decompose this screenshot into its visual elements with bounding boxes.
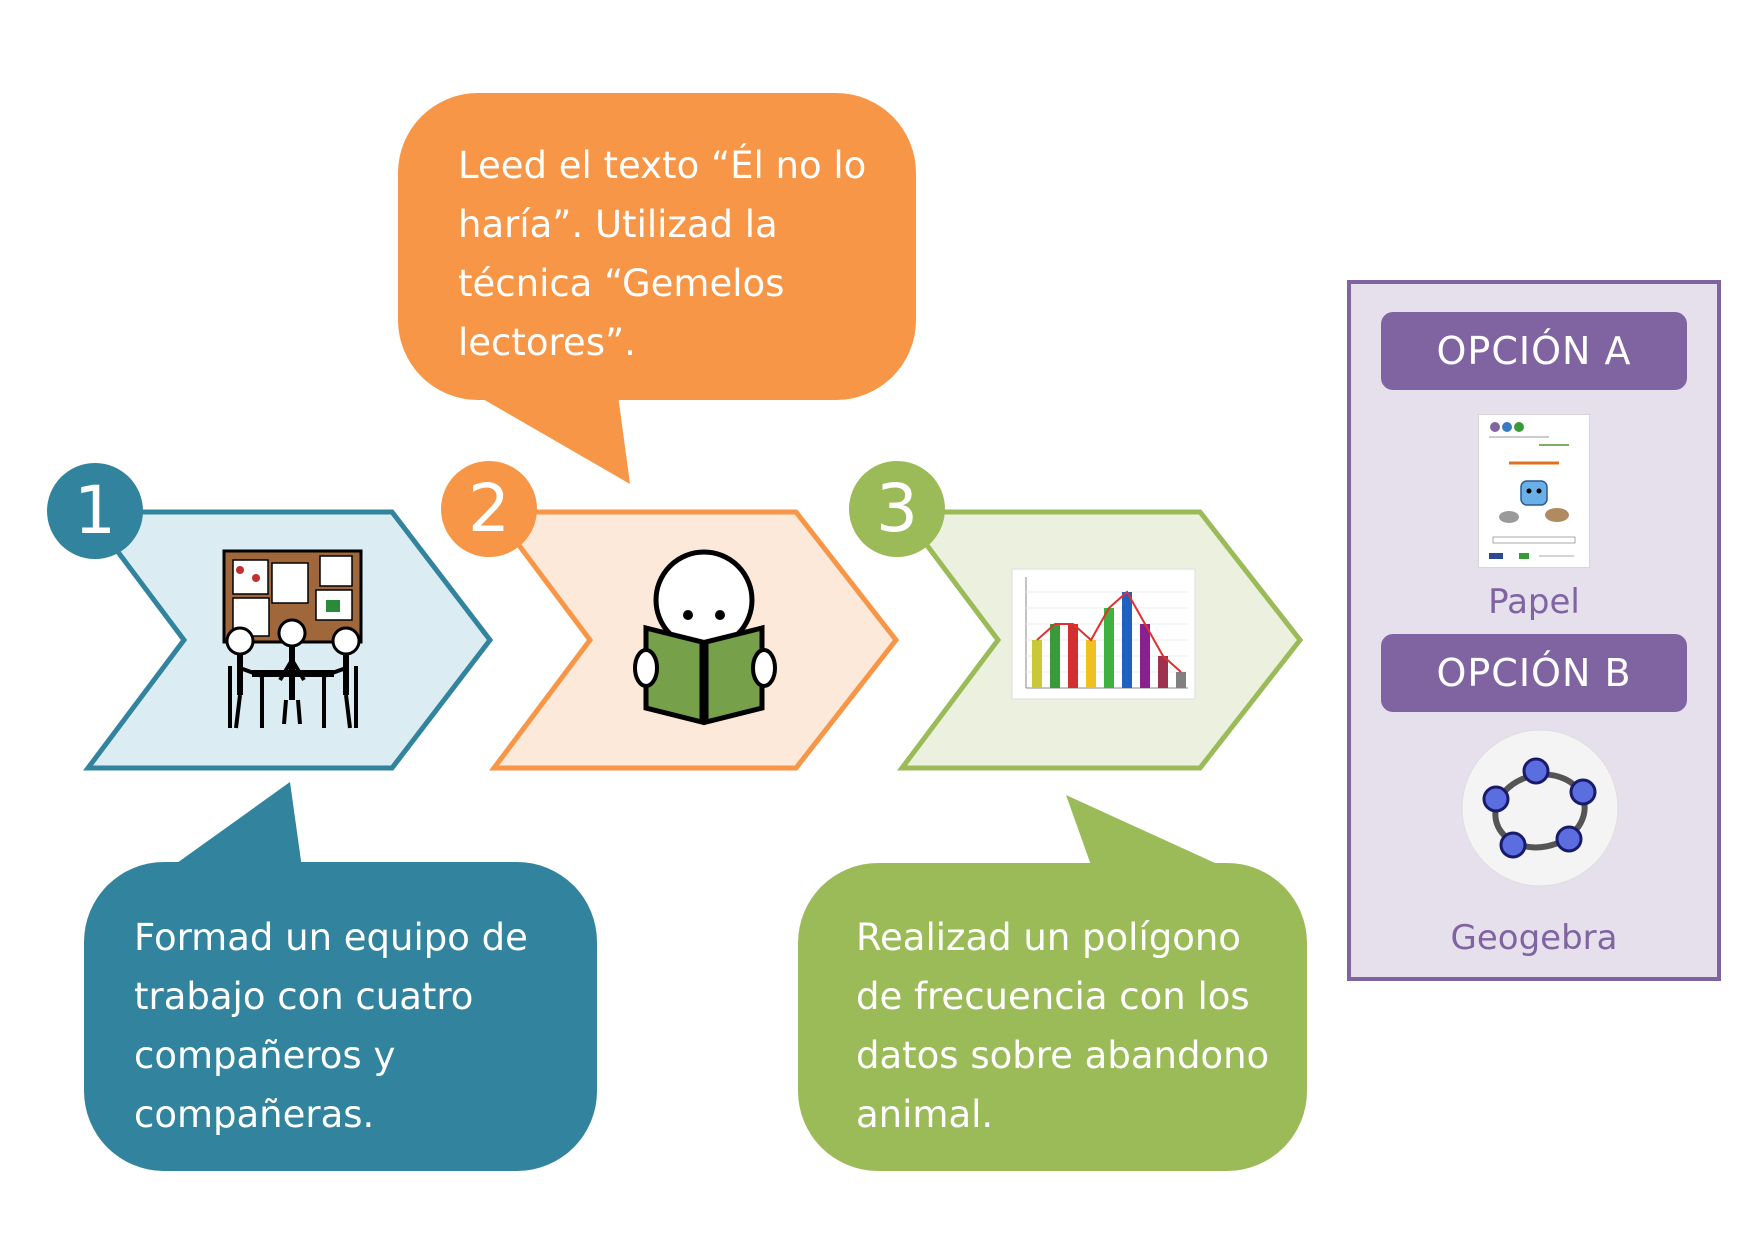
step-3-bubble-tail — [1066, 795, 1226, 868]
option-a-header[interactable]: OPCIÓN A — [1381, 312, 1687, 390]
step-2-bubble — [398, 93, 916, 400]
geogebra-logo-icon[interactable] — [1461, 729, 1619, 887]
step-2-bubble-tail — [476, 395, 630, 484]
step-3-number: 3 — [849, 461, 945, 557]
document-thumbnail-icon — [1478, 414, 1590, 568]
step-1-bubble-tail — [170, 782, 302, 868]
step-1-bubble — [84, 862, 597, 1171]
step-1-number: 1 — [47, 463, 143, 559]
reading-book-icon — [633, 549, 777, 726]
step-1-instruction: Formad un equipo de trabajo con cuatro c… — [134, 916, 528, 1136]
options-panel: OPCIÓN A Papel OPCIÓN B — [1347, 280, 1721, 981]
option-b-label: Geogebra — [1450, 918, 1618, 958]
step-2-instruction: Leed el texto “Él no lo haría”. Utilizad… — [458, 144, 867, 364]
option-a-label: Papel — [1488, 582, 1580, 622]
step-3-bubble — [798, 863, 1307, 1171]
frequency-chart-icon — [1011, 568, 1196, 700]
option-b-header[interactable]: OPCIÓN B — [1381, 634, 1687, 712]
step-3-instruction: Realizad un polígono de frecuencia con l… — [856, 916, 1270, 1136]
step-2-number: 2 — [441, 461, 537, 557]
team-meeting-icon — [222, 549, 363, 729]
